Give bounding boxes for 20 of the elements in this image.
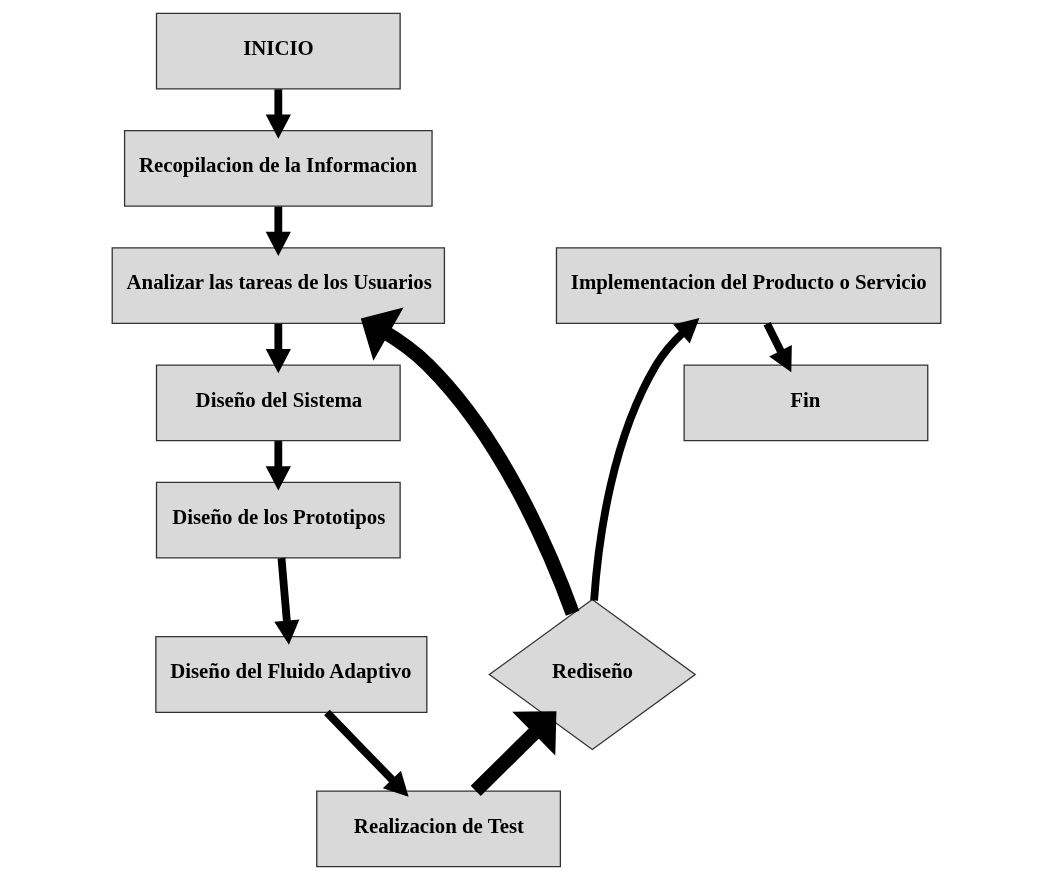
arrow [265,89,291,139]
node-box: INICIO [155,12,401,90]
node-box: Recopilacion de la Informacion [123,129,433,207]
arrow [360,307,580,616]
arrow [590,318,700,601]
arrow [274,557,300,645]
arrow [265,323,291,374]
node-box: Realizacion de Test [316,790,561,868]
node-box: Implementacion del Producto o Servicio [555,247,942,325]
node-box: Diseño de los Prototipos [155,481,401,559]
arrow [265,441,291,491]
arrow [265,206,291,256]
node-box: Diseño del Sistema [155,364,401,442]
node-box: Fin [683,364,929,442]
node-diamond: Rediseño [488,598,697,751]
node-box: Analizar las tareas de los Usuarios [111,247,446,325]
arrow [470,711,557,796]
node-box: Diseño del Fluido Adaptivo [155,636,428,713]
arrow [324,709,409,797]
arrow [763,322,792,373]
